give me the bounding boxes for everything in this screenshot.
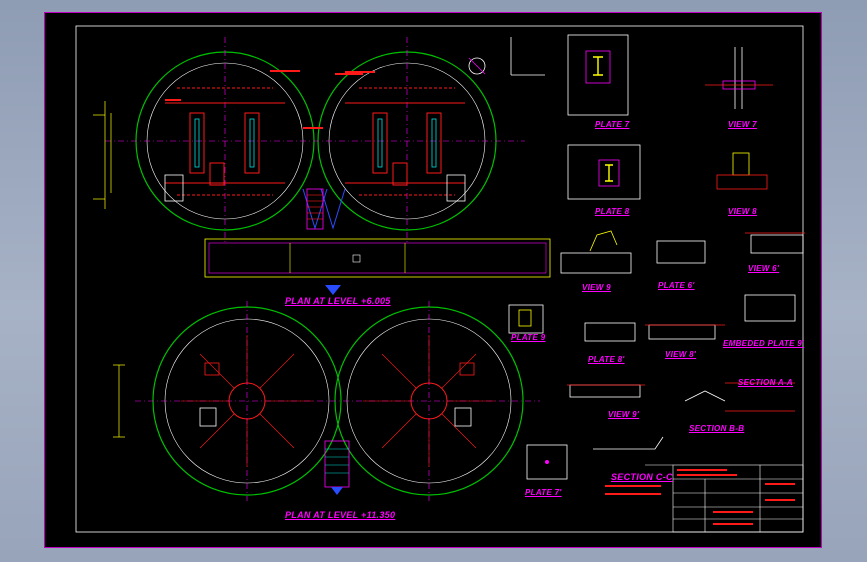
plate-7-title: PLATE 7 (595, 120, 630, 129)
view-6p-title: VIEW 6' (748, 264, 780, 273)
section-aa-title: SECTION A-A (738, 378, 794, 387)
lower-plan (113, 285, 540, 501)
plate-9-title: PLATE 9 (511, 333, 546, 342)
view-9-title: VIEW 9 (582, 283, 611, 292)
plate-8-title: PLATE 8 (595, 207, 630, 216)
north-arrow-icon (468, 37, 545, 76)
detail-views (508, 34, 805, 480)
section-cc-title: SECTION C-C (611, 472, 673, 482)
view-8p-title: VIEW 8' (665, 350, 697, 359)
embedded-plate-title: EMBEDED PLATE 9' (723, 339, 805, 348)
upper-corridor (204, 238, 551, 278)
plate-7p-title: PLATE 7' (525, 488, 562, 497)
sheet-border (75, 25, 804, 533)
cad-drawing-canvas[interactable]: PLAN AT LEVEL +6.005 PLAN AT LEVEL +11.3… (44, 12, 822, 548)
view-8-title: VIEW 8 (728, 207, 757, 216)
cad-drawing (75, 25, 805, 533)
plate-8p-title: PLATE 8' (588, 355, 625, 364)
plan-lower-title: PLAN AT LEVEL +11.350 (285, 510, 396, 520)
section-bb-title: SECTION B-B (689, 424, 745, 433)
view-7-title: VIEW 7 (728, 120, 757, 129)
upper-plan (93, 37, 551, 278)
view-9p-title: VIEW 9' (608, 410, 640, 419)
plan-upper-title: PLAN AT LEVEL +6.005 (285, 296, 391, 306)
plate-6p-title: PLATE 6' (658, 281, 695, 290)
title-block (645, 464, 804, 533)
